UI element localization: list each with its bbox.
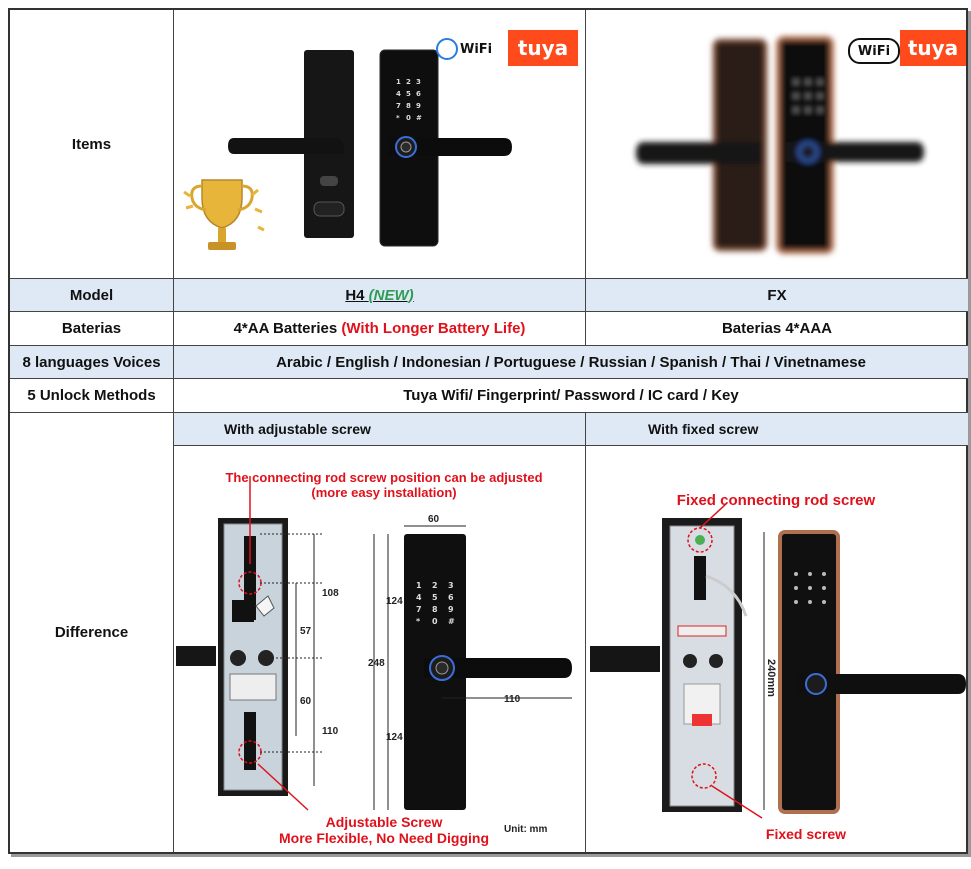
fx-lock-image (636, 36, 924, 254)
languages-value-cell: Arabic / English / Indonesian / Portugue… (174, 346, 968, 379)
fixed-screw-diagram (590, 503, 966, 819)
adjustable-bottom-note: Adjustable Screw More Flexible, No Need … (278, 814, 490, 846)
battery-life-note: (With Longer Battery Life) (341, 320, 526, 337)
items-label: Items (71, 135, 112, 153)
svg-text:4: 4 (396, 90, 401, 98)
unlock-value-cell: Tuya Wifi/ Fingerprint/ Password / IC ca… (174, 379, 968, 413)
dim-110-right: 110 (504, 694, 521, 705)
dim-124-bottom: 124 (386, 732, 403, 743)
h4-battery-cell: 4*AA Batteries (With Longer Battery Life… (174, 312, 586, 346)
svg-text:7: 7 (416, 605, 422, 614)
difference-label-cell: Difference (10, 413, 174, 852)
dim-60-left: 60 (300, 696, 312, 707)
fx-model-cell: FX (586, 279, 968, 312)
trophy-icon (183, 179, 265, 250)
svg-text:2: 2 (432, 581, 438, 590)
dim-124-top: 124 (386, 596, 403, 607)
svg-text:9: 9 (416, 102, 421, 110)
svg-text:5: 5 (406, 90, 411, 98)
unit-label: Unit: mm (504, 824, 548, 835)
baterias-label-cell: Baterias (10, 312, 174, 346)
adjustable-diagram-cell: 1 2 3 4 5 6 7 8 9 * 0 # The connecting rod screw… (174, 446, 586, 852)
languages-label-cell: 8 languages Voices (10, 346, 174, 379)
svg-text:3: 3 (416, 78, 421, 86)
adjustable-header: With adjustable screw (224, 421, 371, 437)
wifi-icon (436, 38, 458, 60)
baterias-label: Baterias (61, 320, 122, 337)
svg-text:1: 1 (416, 581, 422, 590)
fixed-bottom-note: Fixed screw (765, 826, 847, 842)
model-label-cell: Model (10, 279, 174, 312)
svg-text:6: 6 (448, 593, 454, 602)
svg-text:5: 5 (432, 593, 438, 602)
dim-57: 57 (300, 626, 312, 637)
h4-battery-value: 4*AA Batteries (233, 320, 338, 337)
tuya-badge-right: tuya (900, 30, 966, 66)
languages-value: Arabic / English / Indonesian / Portugue… (276, 353, 866, 371)
h4-model-name: H4 (NEW) (345, 286, 414, 304)
h4-model-cell: H4 (NEW) (174, 279, 586, 312)
svg-text:0: 0 (432, 617, 438, 626)
svg-text:#: # (416, 114, 422, 122)
wifi-badge-left: WiFi (436, 34, 500, 64)
svg-text:*: * (416, 617, 421, 626)
new-tag: (NEW) (368, 286, 414, 304)
unlock-value: Tuya Wifi/ Fingerprint/ Password / IC ca… (403, 387, 739, 404)
unlock-label: 5 Unlock Methods (27, 387, 156, 404)
fx-model-name: FX (767, 286, 787, 304)
svg-text:9: 9 (448, 605, 454, 614)
fixed-header: With fixed screw (648, 421, 759, 437)
fixed-header-cell: With fixed screw (586, 413, 968, 446)
svg-text:#: # (448, 617, 455, 626)
fixed-top-note: Fixed connecting rod screw (676, 492, 876, 509)
height-240mm: 240mm (764, 659, 777, 697)
fx-battery-value: Baterias 4*AAA (721, 320, 833, 337)
adjustable-header-cell: With adjustable screw (174, 413, 586, 446)
model-label: Model (69, 286, 114, 304)
tuya-badge-left: tuya (508, 30, 578, 66)
dim-110-left: 110 (322, 726, 339, 737)
svg-text:7: 7 (396, 102, 401, 110)
svg-text:*: * (396, 114, 400, 122)
svg-text:0: 0 (406, 114, 411, 122)
svg-text:1: 1 (396, 78, 401, 86)
svg-text:8: 8 (406, 102, 411, 110)
svg-text:8: 8 (432, 605, 438, 614)
svg-text:4: 4 (416, 593, 422, 602)
fx-image-cell: WiFi tuya (586, 10, 968, 279)
dim-248: 248 (368, 658, 385, 669)
dim-60-top: 60 (428, 514, 440, 525)
wifi-badge-right: WiFi (848, 38, 900, 64)
items-label-cell: Items (10, 10, 174, 279)
svg-text:3: 3 (448, 581, 454, 590)
adjustable-top-note: The connecting rod screw position can be… (225, 470, 543, 500)
difference-label: Difference (54, 624, 129, 641)
fx-battery-cell: Baterias 4*AAA (586, 312, 968, 346)
unlock-label-cell: 5 Unlock Methods (10, 379, 174, 413)
dim-108: 108 (322, 588, 339, 599)
languages-label: 8 languages Voices (22, 353, 161, 371)
adjustable-screw-diagram: 1 2 3 4 5 6 7 8 9 * 0 # (176, 476, 572, 811)
svg-text:2: 2 (406, 78, 411, 86)
svg-text:6: 6 (416, 90, 421, 98)
fixed-diagram-cell: Fixed connecting rod screw Fixed screw 2… (586, 446, 968, 852)
